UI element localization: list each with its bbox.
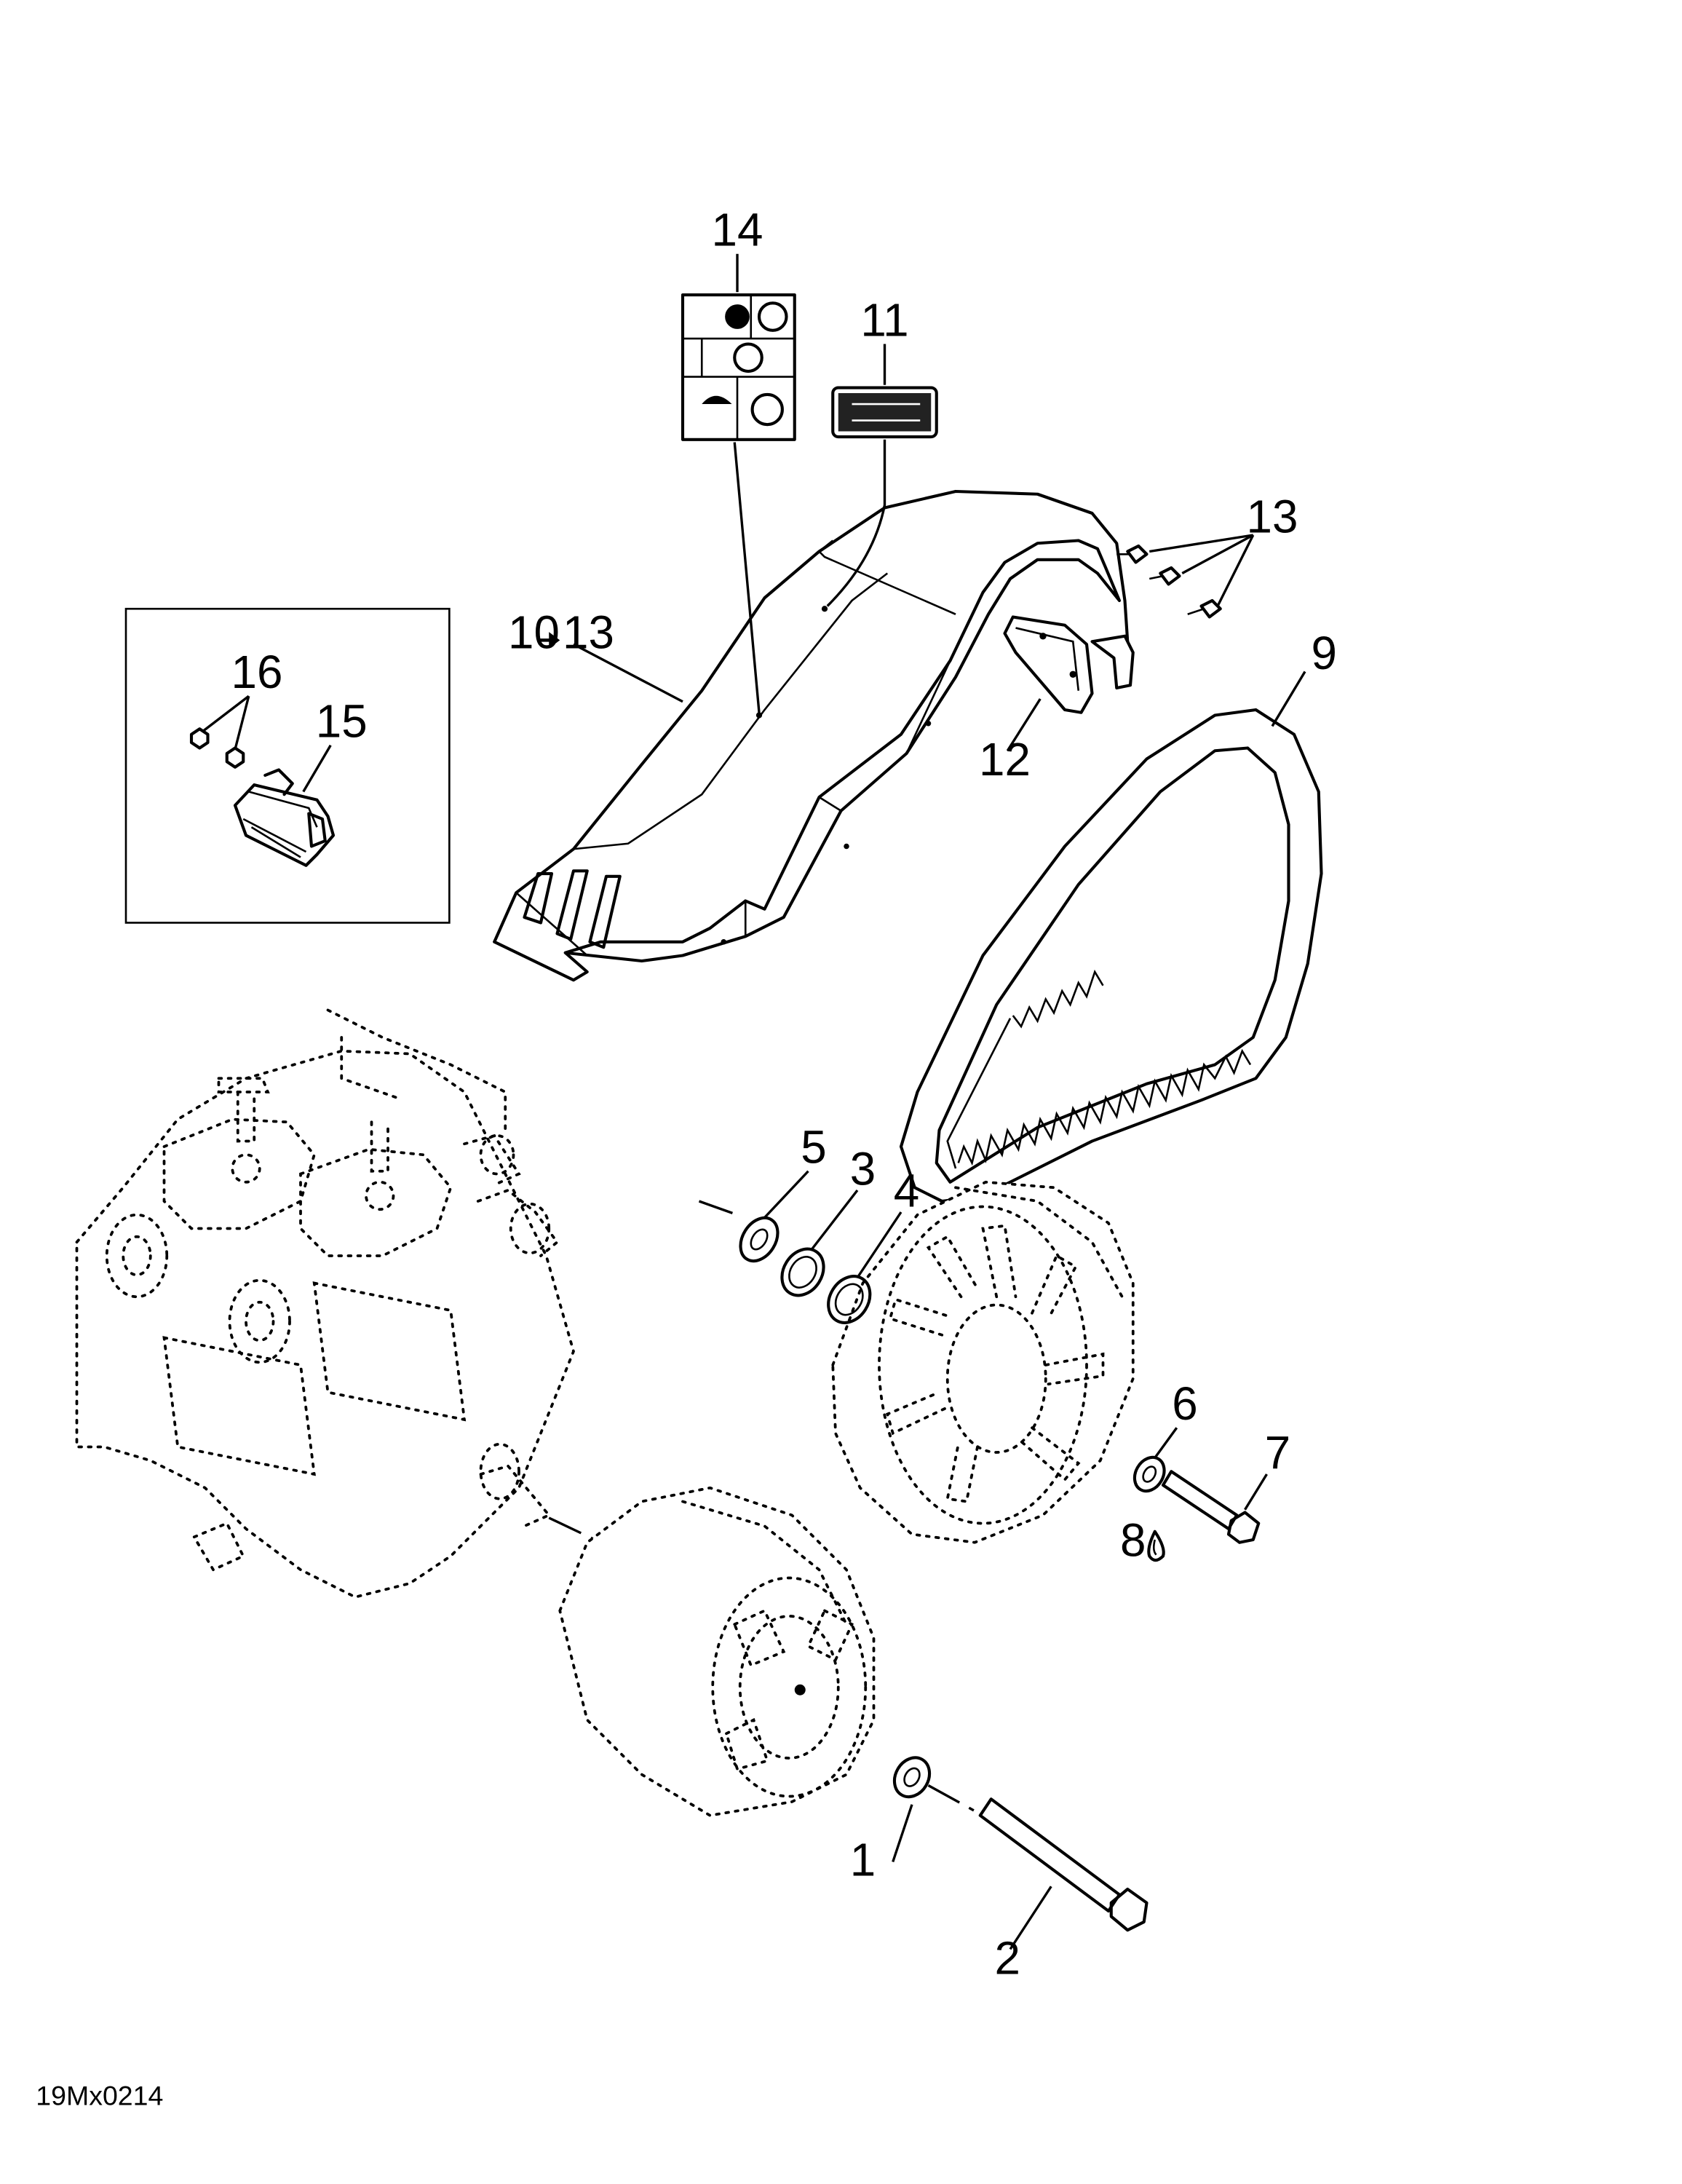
- callout-11: 11: [860, 293, 908, 346]
- callout-6: 6: [1172, 1377, 1197, 1430]
- guard-slots: [523, 869, 622, 949]
- callout-14: 14: [712, 204, 763, 256]
- washer-part-5: [739, 1216, 779, 1263]
- callout-15: 15: [316, 695, 368, 748]
- callout-7: 7: [1265, 1427, 1290, 1479]
- callout-13: 13: [1247, 490, 1298, 542]
- engine: [75, 1008, 575, 1599]
- callout-12: 12: [979, 733, 1031, 786]
- callout-9: 9: [1312, 627, 1337, 679]
- washer-part-1: [892, 1756, 932, 1799]
- drive-belt-part-9: [899, 708, 1323, 1203]
- callout-8: 8: [1120, 1514, 1146, 1567]
- callout-4: 4: [894, 1165, 919, 1217]
- bracket-part-12: [1003, 615, 1135, 714]
- bolt-part-2: [978, 1797, 1149, 1932]
- washer-part-4: [827, 1275, 872, 1324]
- bolt-part-7: [1161, 1470, 1261, 1544]
- belt-guard-part-10: [493, 489, 1130, 982]
- figure-code: 19Mx0214: [36, 2080, 163, 2110]
- callout-16: 16: [231, 646, 283, 698]
- right-arrow-icon: [538, 632, 560, 649]
- callout-3: 3: [850, 1143, 876, 1195]
- callout-2: 2: [995, 1931, 1020, 1984]
- callout-5: 5: [801, 1121, 826, 1174]
- washer-part-6: [1132, 1455, 1166, 1493]
- callout-1: 1: [850, 1833, 876, 1886]
- clip-part-15: [233, 768, 336, 867]
- driven-pulley: [831, 1180, 1135, 1544]
- range-callout-10-13: 10 13: [508, 606, 614, 659]
- range-to: 13: [563, 606, 614, 659]
- driven-pulley-spokes: [885, 1224, 1105, 1503]
- callouts: 14 11 13 9 12 16 15 10 13 5 3 4 6 7 8 1 …: [36, 204, 1337, 2111]
- washer-part-3: [780, 1247, 825, 1297]
- decal-part-14: [681, 293, 796, 441]
- screws-part-13: [1116, 544, 1222, 619]
- oil-drop-icon: [1147, 1530, 1165, 1562]
- decal-part-11: [831, 386, 938, 439]
- drive-pulley: [558, 1486, 876, 1817]
- belt-teeth: [957, 969, 1252, 1166]
- range-from: 10: [508, 606, 560, 659]
- inset-box: [124, 607, 451, 924]
